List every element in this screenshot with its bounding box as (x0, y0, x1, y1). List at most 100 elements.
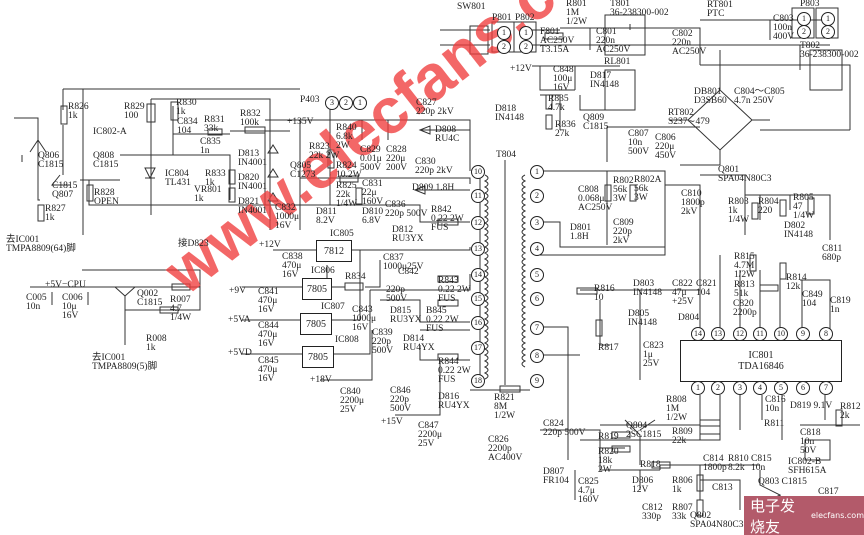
logo-cn: 电子发烧友 (750, 496, 796, 535)
ic801-bottom-pin: 2 (711, 381, 725, 395)
label-line: C832 (275, 203, 296, 213)
label-line: 6.8k (336, 132, 353, 142)
label-line: 25V (643, 359, 660, 369)
component-label-to_d823: 接D823 (178, 239, 209, 249)
label-line: D821 (238, 197, 260, 207)
label-line: R808 (666, 395, 687, 405)
label-line: 2SC1815 (626, 430, 662, 440)
label-line: 1μ (643, 350, 653, 360)
component-label-r819: R819 (598, 432, 619, 442)
label-line: R832 (240, 109, 261, 119)
component-label-p802: P802 (515, 13, 535, 23)
label-line: C835 (200, 137, 221, 147)
label-line: P802 (515, 13, 535, 23)
component-label-p403: P403 (300, 95, 320, 105)
label-line: C818 (800, 428, 821, 438)
label-line: 500V (372, 346, 394, 356)
label-line: Q801 (718, 165, 740, 175)
label-line: AC250V (596, 45, 631, 55)
label-line: +135V (287, 117, 314, 127)
label-line: R805 (793, 193, 814, 203)
label-line: C841 (258, 287, 279, 297)
ic801-top-pin: 9 (796, 327, 810, 341)
label-line: C829 (360, 145, 381, 155)
t804-right-pin: 9 (530, 374, 544, 388)
label-line: R836 (555, 120, 576, 130)
label-line: IC804 (165, 169, 189, 179)
label-line: C811 (822, 244, 843, 254)
component-label-ic802a: IC802-A (93, 127, 127, 137)
label-line: C816 (765, 395, 786, 405)
label-line: IN4001 (238, 206, 268, 216)
label-line: C836 (385, 200, 406, 210)
component-label-v12a: +12V (259, 240, 281, 250)
label-line: R825 (336, 181, 357, 191)
t804-right-pin: 2 (530, 189, 544, 203)
label-line: 2W (336, 141, 350, 151)
p403-pin: 2 (339, 96, 353, 110)
label-line: 16V (258, 339, 275, 349)
component-label-r818: R818 (640, 460, 661, 470)
label-line: R802A (634, 175, 662, 185)
label-line: C802 (672, 29, 693, 39)
p802-pin: 1 (519, 26, 533, 40)
label-line: 18k (598, 456, 613, 466)
label-line: R813 (734, 280, 755, 290)
label-line: C849 (802, 290, 823, 300)
label-line: 470μ (258, 296, 278, 306)
label-line: R820 (598, 447, 619, 457)
label-line: 220 (758, 206, 773, 216)
label-line: 160V (578, 495, 600, 505)
label-line: C821 (696, 279, 717, 289)
label-line: C1815 (93, 160, 119, 170)
label-line: 100k (240, 118, 259, 128)
label-line: C1815 (38, 160, 64, 170)
label-line: 12V (632, 485, 649, 495)
label-line: 500V (360, 163, 382, 173)
label-line: R811 (764, 419, 785, 429)
label-line: R802 (613, 176, 634, 186)
label-line: 220μ (386, 154, 406, 164)
label-line: 104 (696, 288, 711, 298)
label-line: 3W (634, 193, 648, 203)
label-line: 1/4W (170, 313, 192, 323)
label-line: Q002 (137, 289, 159, 299)
ic801-label: IC801 (748, 350, 774, 361)
label-line: 1k (728, 206, 738, 216)
label-line: D818 (495, 104, 517, 114)
p801-pin: 2 (497, 40, 511, 54)
label-line: P801 (492, 13, 512, 23)
label-line: 16V (62, 311, 79, 321)
label-line: C807 (628, 129, 649, 139)
label-line: +9V (229, 286, 246, 296)
label-line: R819 (598, 432, 619, 442)
label-line: 25V (340, 405, 357, 415)
label-line: 680p (822, 253, 841, 263)
